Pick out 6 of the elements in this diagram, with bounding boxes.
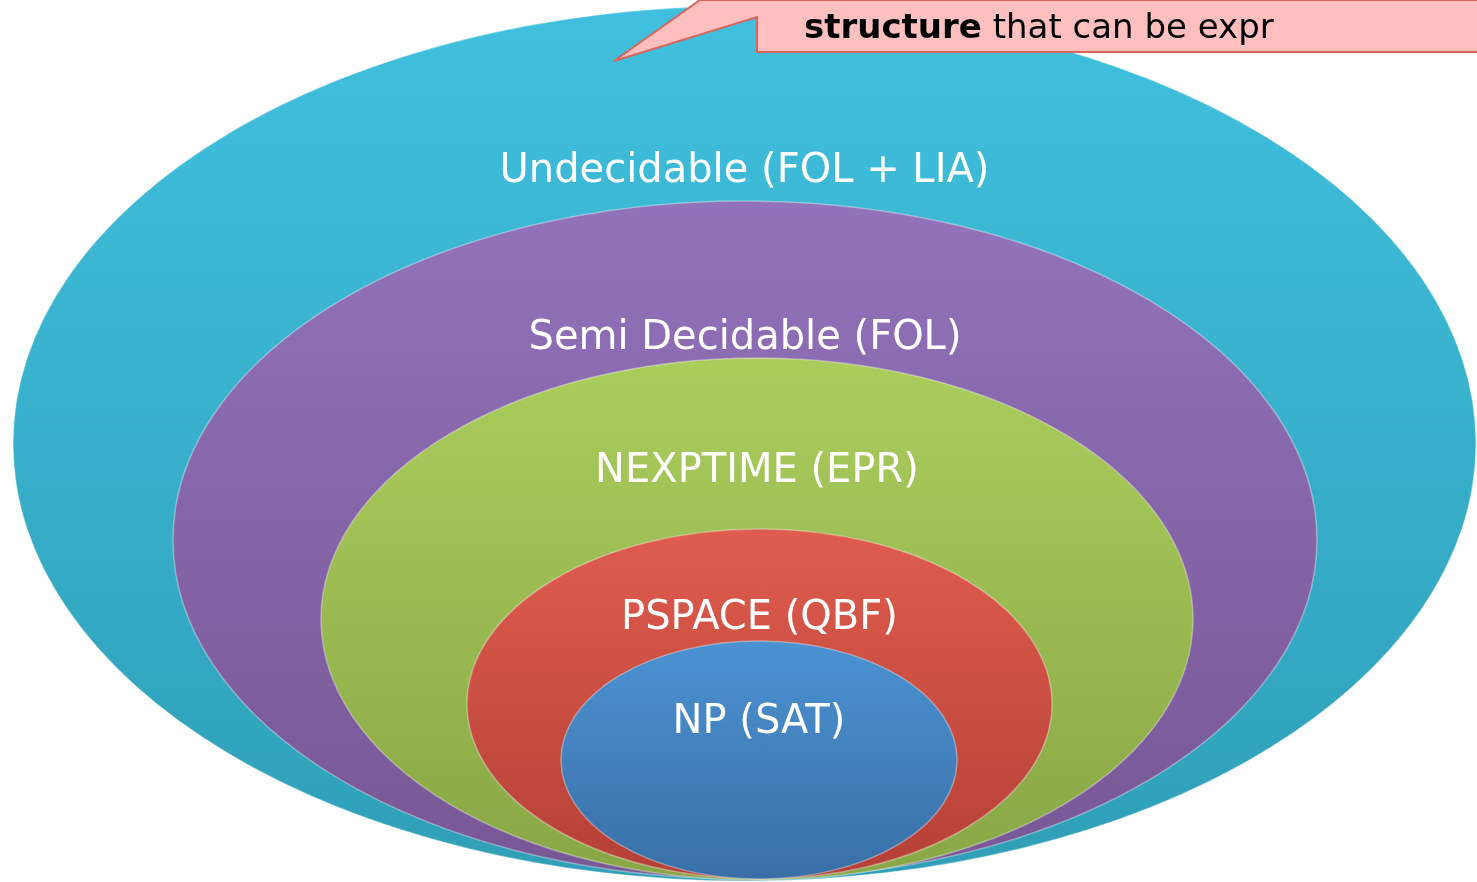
region-label: PSPACE (QBF) (620, 592, 899, 638)
region-label: Undecidable (FOL + LIA) (498, 145, 991, 191)
region-label: NP (SAT) (671, 696, 847, 742)
region-label: Semi Decidable (FOL) (527, 312, 963, 358)
region-label: NEXPTIME (EPR) (594, 445, 920, 491)
callout-text: structure that can be expr (804, 6, 1274, 46)
